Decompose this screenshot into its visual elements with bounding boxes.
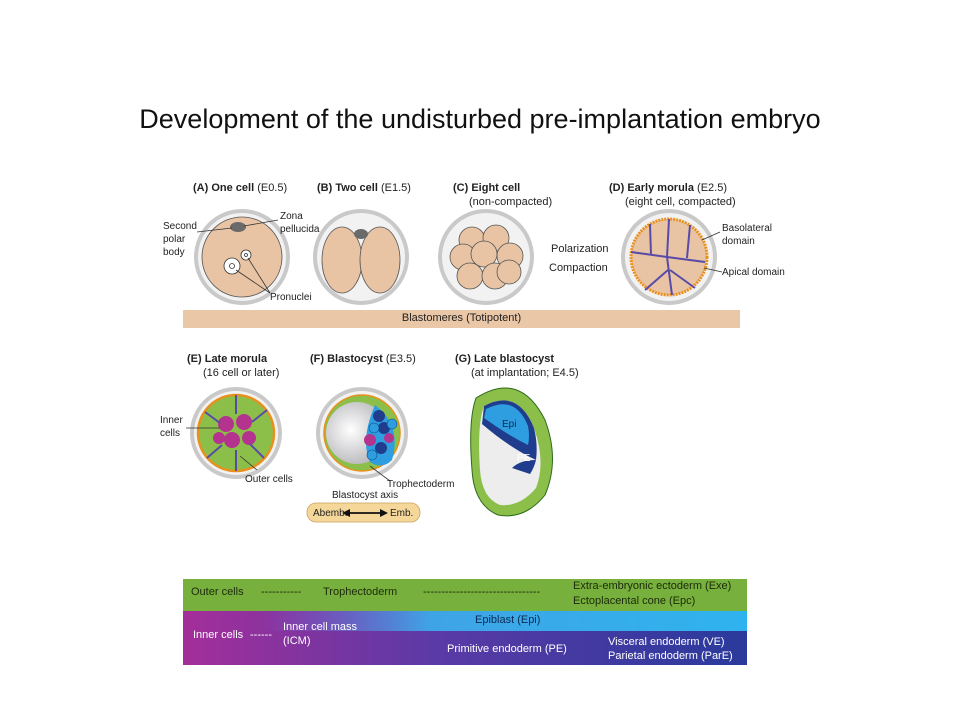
lineage-inner-cells: Inner cells: [193, 629, 244, 641]
lineage-outer-dashes: -----------: [261, 586, 302, 598]
stage-b-two-cell: [313, 209, 409, 305]
lineage-exe: Extra-embryonic ectoderm (Exe): [573, 580, 732, 592]
basolateral-label: Basolateral domain: [722, 223, 773, 247]
polarization-label: Polarization: [551, 243, 609, 255]
lineage-trophectoderm: Trophectoderm: [323, 586, 398, 598]
compaction-label: Compaction: [549, 262, 608, 274]
stage-b-name: (B) Two cell: [317, 182, 378, 194]
lineage-band: [183, 579, 747, 665]
blastomeres-label: Blastomeres (Totipotent): [401, 312, 522, 324]
stage-c-eight-cell: [438, 209, 534, 305]
stage-e-name: (E) Late morula: [187, 353, 268, 365]
stage-c-heading: (C) Eight cell (non-compacted): [453, 181, 552, 209]
stage-d-time: (E2.5): [697, 182, 727, 194]
stage-f-time: (E3.5): [385, 353, 416, 365]
lineage-troph-dashes: --------------------------------: [423, 586, 541, 598]
lineage-outer-cells: Outer cells: [191, 586, 244, 598]
stage-c-sub: (non-compacted): [469, 196, 553, 208]
stage-d-name: (D) Early morula: [609, 182, 694, 194]
outer-cells-label: Outer cells: [245, 474, 293, 485]
stage-f-name: (F) Blastocyst: [310, 353, 383, 365]
stage-b-time: (E1.5): [380, 182, 411, 194]
lineage-ve: Visceral endoderm (VE): [608, 636, 725, 648]
stage-a-name: (A) One cell: [193, 182, 255, 194]
lineage-epiblast: Epiblast (Epi): [475, 614, 541, 626]
stage-f-heading: (F) Blastocyst (E3.5): [310, 352, 416, 366]
emb-label: Emb.: [390, 508, 414, 519]
lineage-pare: Parietal endoderm (ParE): [608, 650, 733, 662]
blastocyst-axis-label: Blastocyst axis: [332, 490, 399, 501]
lineage-icm-1: Inner cell mass: [283, 621, 357, 633]
apical-label: Apical domain: [722, 267, 785, 278]
trophectoderm-label: Trophectoderm: [387, 479, 455, 490]
blastomeres-bar: [183, 310, 740, 328]
lineage-pe: Primitive endoderm (PE): [447, 643, 567, 655]
stage-g-name: (G) Late blastocyst: [455, 353, 555, 365]
stage-a-time: (E0.5): [257, 182, 288, 194]
stage-d-heading: (D) Early morula (E2.5) (eight cell, com…: [609, 181, 736, 209]
stage-c-name: (C) Eight cell: [453, 182, 521, 194]
stage-g-sub: (at implantation; E4.5): [471, 367, 579, 379]
stage-d-early-morula: [621, 209, 723, 305]
stage-e-heading: (E) Late morula (16 cell or later): [187, 352, 279, 380]
inner-cells-label: Inner cells: [160, 415, 183, 439]
stage-a-heading: (A) One cell (E0.5): [193, 181, 287, 195]
lineage-inner-dashes: ------: [250, 629, 272, 641]
zona-pellucida-label: Zona pellucida: [280, 211, 320, 235]
stage-d-sub: (eight cell, compacted): [625, 196, 736, 208]
stage-e-sub: (16 cell or later): [203, 367, 280, 379]
stage-g-late-blastocyst: [470, 387, 553, 517]
stage-a-one-cell: [194, 209, 290, 305]
epi-label: Epi: [502, 419, 517, 430]
slide-title: Development of the undisturbed pre-impla…: [139, 104, 821, 134]
pe-label: PE: [517, 453, 531, 464]
stage-e-late-morula: [186, 387, 282, 479]
abemb-label: Abemb.: [313, 508, 348, 519]
pronuclei-label: Pronuclei: [270, 292, 312, 303]
second-polar-body-label: Second polar body: [163, 221, 197, 258]
lineage-epc: Ectoplacental cone (Epc): [573, 595, 696, 607]
lineage-icm-2: (ICM): [283, 635, 311, 647]
stage-b-heading: (B) Two cell (E1.5): [317, 181, 411, 195]
stage-g-heading: (G) Late blastocyst (at implantation; E4…: [455, 352, 579, 380]
stage-f-blastocyst: [316, 387, 408, 482]
